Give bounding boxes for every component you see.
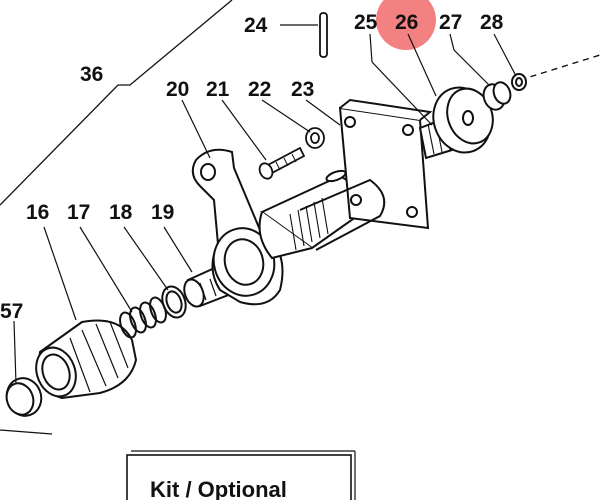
- callout-26: 26: [395, 11, 418, 34]
- kit-optional-label: Kit / Optional: [150, 477, 287, 500]
- callout-28: 28: [480, 11, 504, 34]
- callout-25: 25: [354, 11, 378, 34]
- callout-19: 19: [151, 201, 174, 224]
- part-20-lever[interactable]: [191, 148, 284, 306]
- callout-18: 18: [109, 201, 133, 224]
- leader-lines: [13, 24, 517, 385]
- callout-57: 57: [0, 300, 23, 323]
- callout-16: 16: [26, 201, 49, 224]
- callout-20: 20: [166, 78, 189, 101]
- dashed-axis-lines: [519, 54, 600, 81]
- callout-21: 21: [206, 78, 230, 101]
- part-23-pump-body[interactable]: [258, 98, 433, 260]
- kit-optional-box[interactable]: Kit / Optional: [126, 450, 356, 500]
- callout-27: 27: [439, 11, 462, 34]
- assembly-frame-lines: [0, 0, 233, 435]
- part-26-disc[interactable]: [424, 79, 500, 160]
- part-16-knob[interactable]: [30, 319, 138, 402]
- callout-labels: 24 25 26 27 28 36 20 21 22 23 16 17 18 1…: [0, 11, 504, 323]
- callout-17: 17: [67, 201, 90, 224]
- part-24-pin[interactable]: [319, 12, 328, 58]
- callout-22: 22: [248, 78, 271, 101]
- part-22-washer[interactable]: [305, 127, 325, 149]
- callout-23: 23: [291, 78, 314, 101]
- part-21-screw[interactable]: [257, 146, 306, 181]
- part-27-nut[interactable]: [480, 80, 513, 113]
- part-57-end-cap[interactable]: [2, 373, 47, 420]
- callout-24: 24: [244, 14, 268, 37]
- callout-36: 36: [80, 63, 103, 86]
- part-28-fitting[interactable]: [511, 73, 527, 91]
- highlight-marker: [376, 0, 436, 50]
- part-17-spring[interactable]: [117, 295, 169, 339]
- part-18-o-ring[interactable]: [158, 283, 190, 321]
